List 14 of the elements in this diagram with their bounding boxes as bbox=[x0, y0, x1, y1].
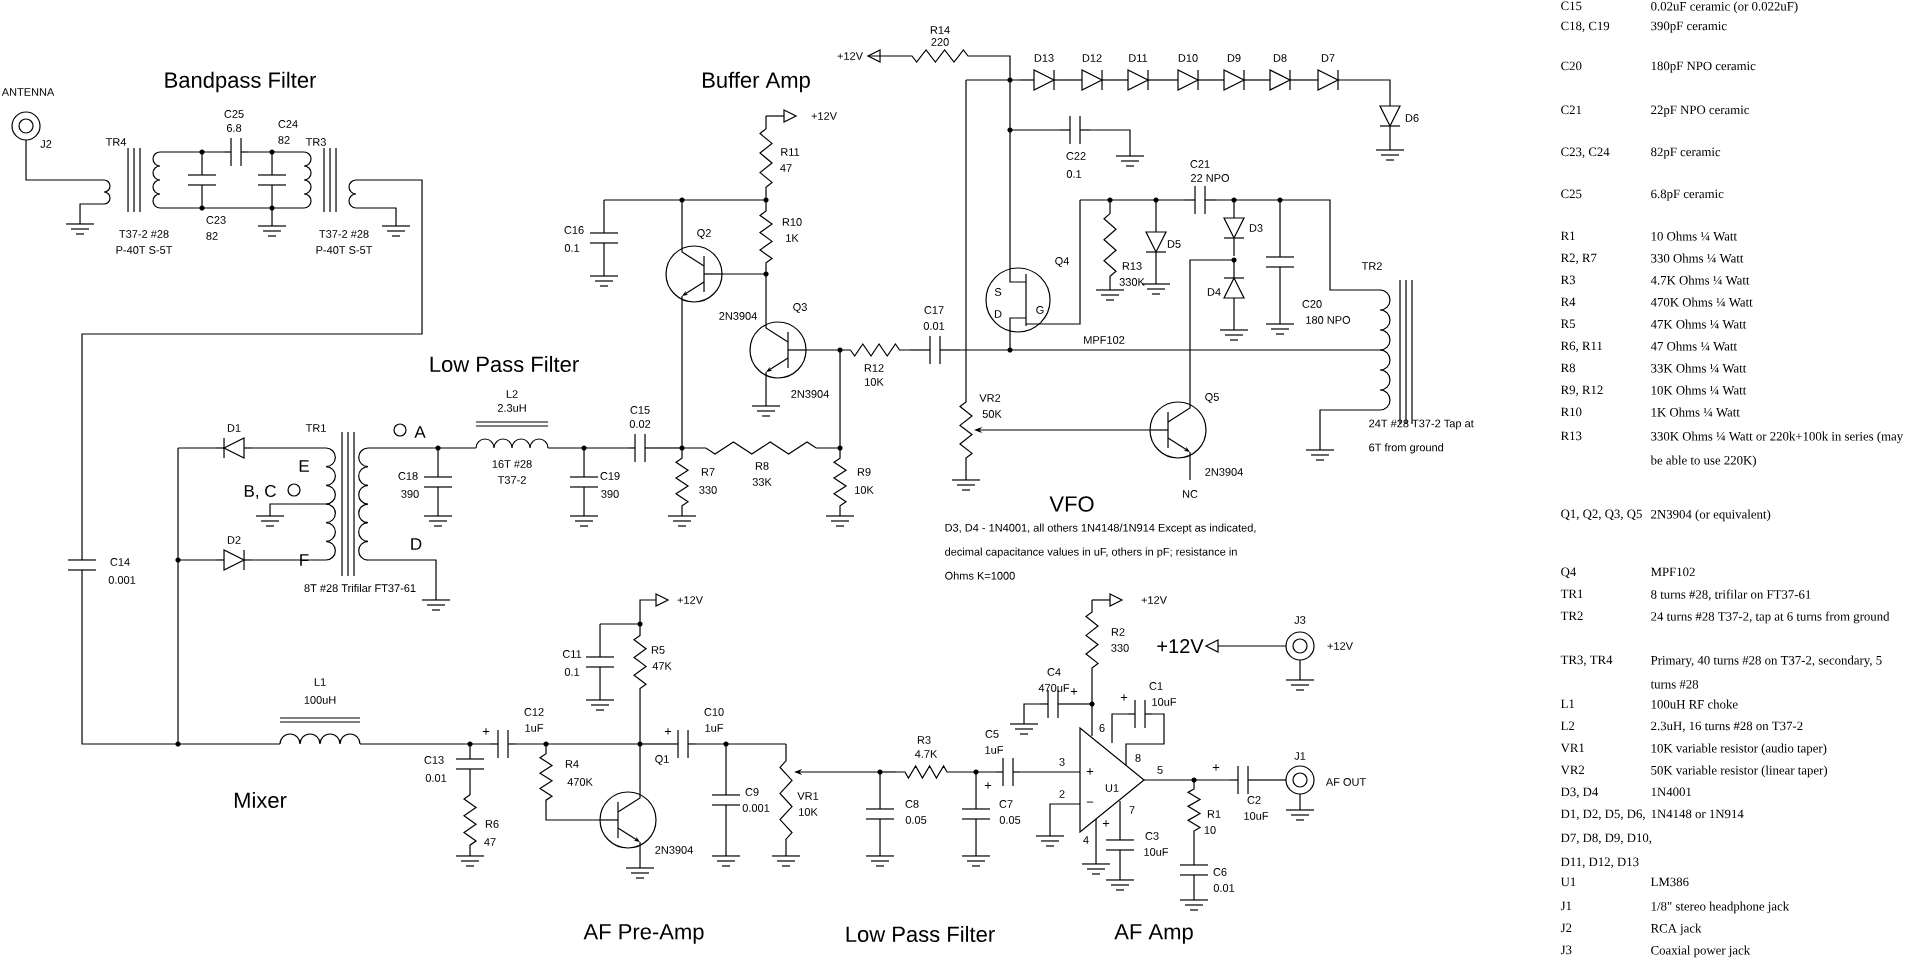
terminal-label: D bbox=[411, 538, 422, 550]
section-title: Mixer bbox=[234, 791, 287, 809]
terminal-label: E bbox=[299, 460, 309, 472]
terminal-label: B, C bbox=[244, 485, 276, 499]
section-title: AF Pre-Amp bbox=[583, 924, 704, 944]
terminal-label: F bbox=[300, 554, 309, 566]
section-title: AF Amp bbox=[1114, 924, 1193, 944]
section-title: VFO bbox=[1049, 496, 1094, 512]
section-title: Bandpass Filter bbox=[165, 71, 317, 93]
terminal-label: A bbox=[414, 426, 426, 438]
terminal-label: +12V bbox=[1157, 639, 1204, 653]
section-title: Low Pass Filter bbox=[846, 925, 995, 943]
section-title: Buffer Amp bbox=[703, 71, 810, 93]
section-title: Low Pass Filter bbox=[430, 355, 579, 373]
